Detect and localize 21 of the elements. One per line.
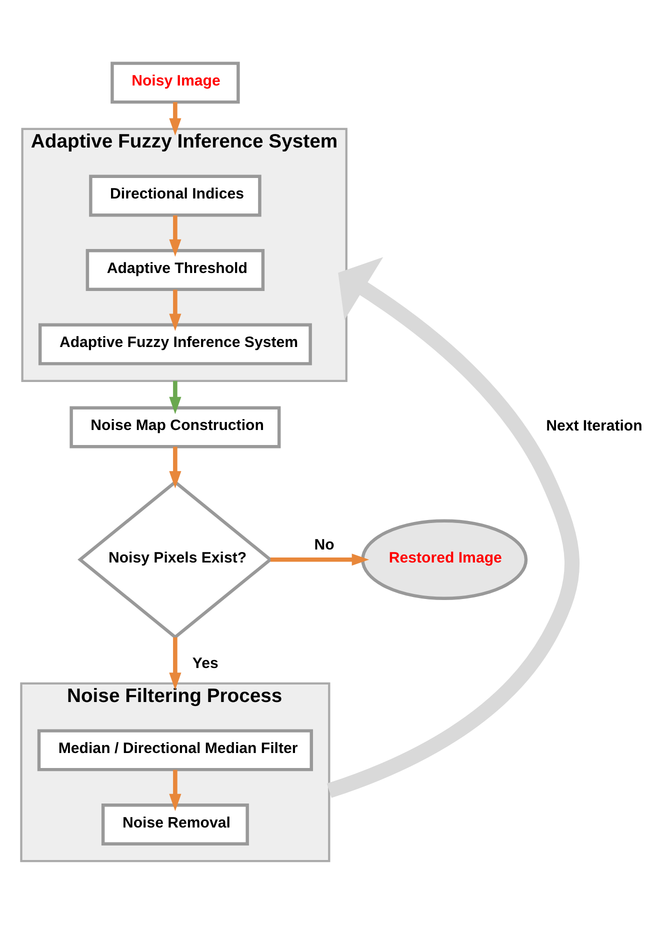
node-box: Directional Indices [89, 174, 262, 216]
arrow [169, 636, 182, 690]
arrow [326, 256, 580, 798]
node-box: Noise Removal [101, 802, 249, 845]
arrow [169, 446, 182, 488]
arrow [169, 102, 182, 135]
node-box: Adaptive Fuzzy Inference System [38, 322, 312, 365]
node-box: Noisy Image [110, 61, 240, 104]
node-ellipse: Restored Image [361, 518, 528, 600]
node-box: Median / Directional Median Filter [37, 728, 313, 771]
edge-label: Next Iteration [546, 417, 642, 434]
node-diamond: Noisy Pixels Exist? [78, 480, 273, 639]
edge-label: Yes [192, 654, 218, 672]
node-box: Adaptive Threshold [86, 248, 265, 290]
arrow [169, 214, 182, 256]
edge-label: No [314, 536, 334, 554]
node-box: Noise Map Construction [70, 406, 281, 448]
arrow [169, 289, 182, 330]
arrow [270, 553, 370, 566]
arrow [169, 769, 182, 811]
arrow [169, 380, 182, 414]
